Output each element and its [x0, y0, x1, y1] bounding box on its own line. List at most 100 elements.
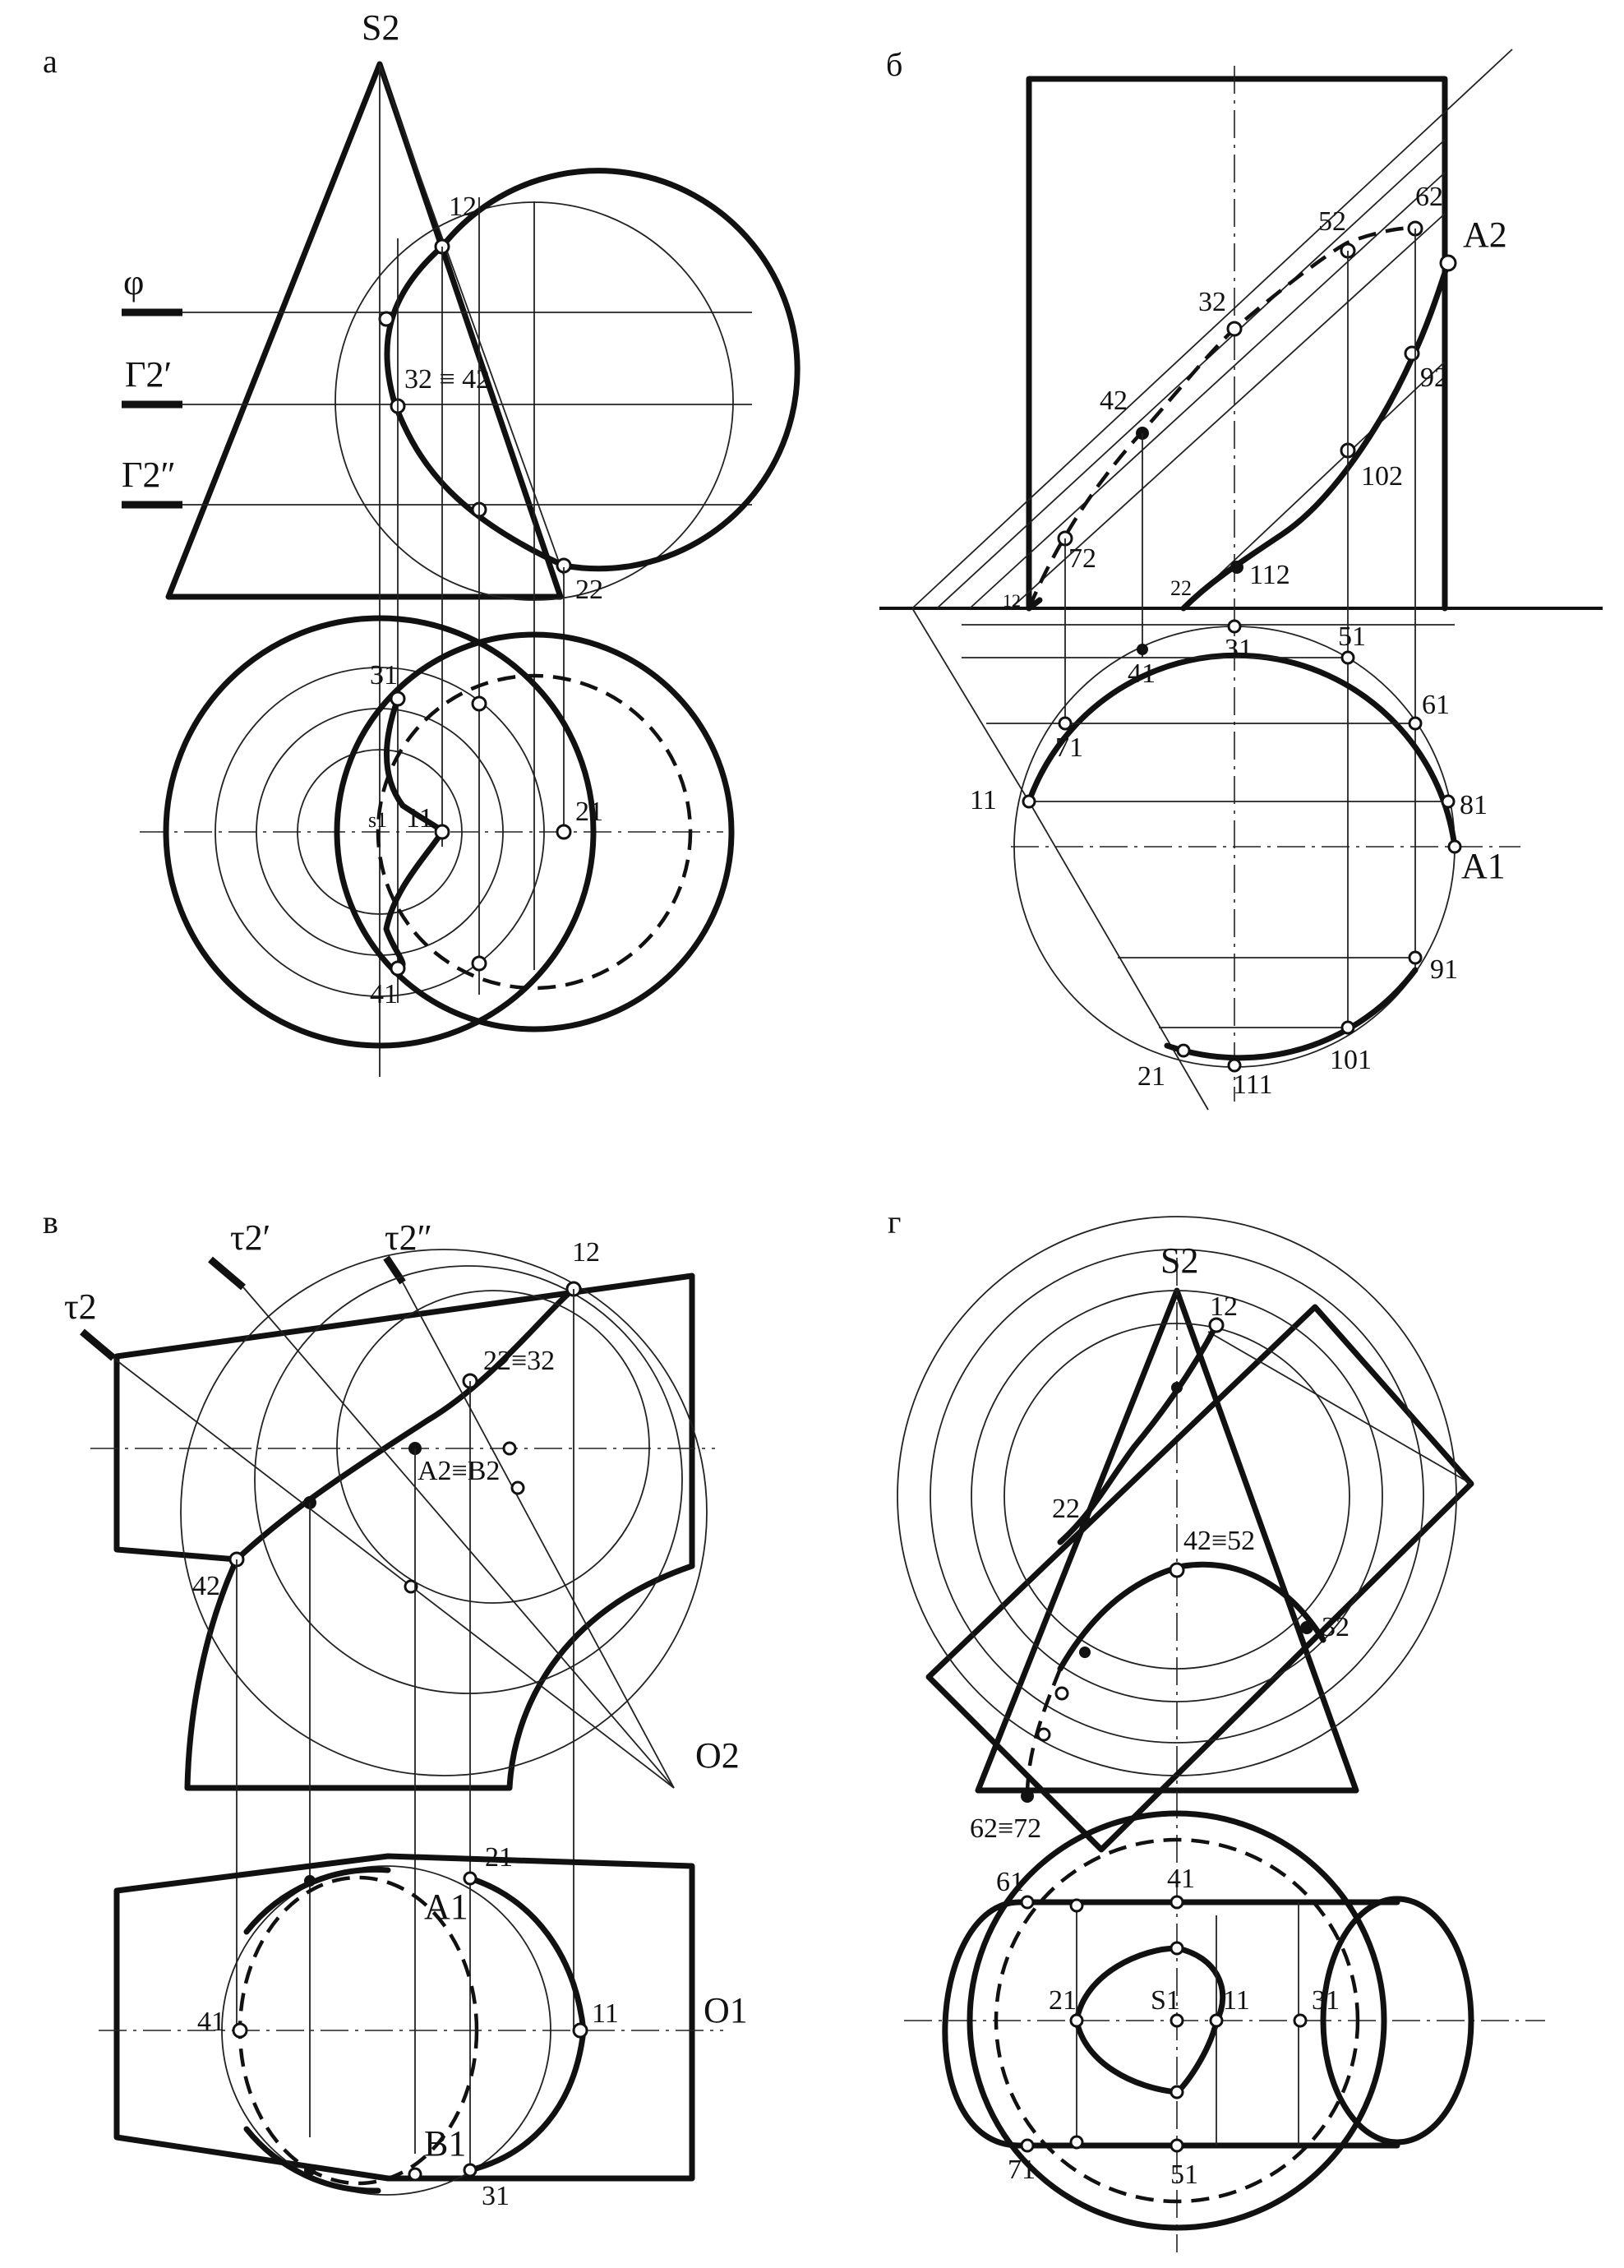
tau2-mark: [80, 1328, 116, 1361]
label-91-b: 91: [1430, 954, 1458, 985]
prism-edge-1: [911, 49, 1513, 609]
panel-b: б A2 62 52 32 42 92 102 72 112 12 22: [879, 46, 1603, 1111]
point-22-g: [1079, 1515, 1091, 1527]
label-21-g: 21: [1049, 1985, 1077, 2016]
label-41-g: 41: [1167, 1864, 1195, 1894]
point-c-v: [404, 1579, 418, 1594]
intersection-hidden-g: [1025, 1668, 1063, 1797]
point-mid2-g: [1054, 1686, 1069, 1701]
label-a1-b: A1: [1461, 846, 1506, 886]
cone-base-top: [163, 615, 597, 1049]
aux-sphere-g-1: [1003, 1323, 1350, 1670]
label-12-v: 12: [572, 1237, 600, 1268]
point-a1: [1447, 839, 1462, 854]
prism-top-edge-1: [911, 607, 1030, 802]
point-112: [1230, 561, 1243, 574]
intersection-curve-visible: [1180, 260, 1451, 612]
point-phi: [378, 311, 394, 327]
cone-generator-line: [379, 63, 565, 576]
point-41-g: [1170, 1895, 1184, 1910]
intersection-curve-hidden: [1027, 226, 1414, 609]
point-61: [1408, 716, 1423, 731]
elbow-top-outline: [113, 1853, 695, 2182]
label-g2pp: Г2″: [122, 455, 176, 495]
label-12-b: 12: [1003, 590, 1021, 611]
cone-front-outline: [165, 61, 564, 600]
prism-edge-4: [1010, 213, 1446, 609]
panel-a: а φ Г2′ Г2″ S2 12 22 32 ≡ 42: [43, 7, 800, 1077]
point-51-g: [1170, 2138, 1184, 2153]
label-102-b: 102: [1361, 461, 1403, 492]
cone-circle-g2pp: [297, 749, 463, 915]
label-52-b: 52: [1318, 206, 1346, 237]
label-s2-g: S2: [1160, 1240, 1198, 1281]
point-b1-v: [408, 2167, 422, 2182]
point-11: [1022, 794, 1036, 809]
point-top-a-v: [304, 1875, 316, 1887]
cylinder-front-outline: [1026, 76, 1448, 612]
aux-sphere-1: [336, 1290, 650, 1604]
cone-circle-phi: [215, 667, 545, 997]
cone-front-outline-g: [975, 1287, 1359, 1794]
aux-sphere-2: [254, 1265, 683, 1694]
point-b-v: [510, 1480, 525, 1495]
point-11-g: [1209, 2013, 1224, 2028]
label-tau2: τ2: [64, 1286, 97, 1327]
point-a-v: [502, 1441, 517, 1456]
prism-top-edge-2: [1028, 801, 1209, 1111]
point-mid3-g: [1036, 1727, 1051, 1742]
point-11: [434, 824, 450, 840]
point-41: [1137, 644, 1148, 655]
label-72-b: 72: [1068, 543, 1096, 574]
aux-sphere-3: [180, 1249, 708, 1776]
panel-v-letter: в: [43, 1203, 58, 1240]
cone-base-top-g: [967, 1810, 1387, 2231]
tau2p-mark: [208, 1256, 246, 1291]
point-42-g: [1169, 1562, 1185, 1578]
label-11-a: 11: [406, 803, 433, 834]
intersection-curve-front: [384, 243, 567, 569]
label-g2p: Г2′: [125, 354, 172, 395]
label-41-a: 41: [370, 979, 398, 1009]
intersection-upper-g: [1057, 1322, 1220, 1545]
sphere-top-hidden: [376, 673, 693, 991]
point-41: [390, 960, 406, 977]
point-top-a-g: [1069, 1898, 1084, 1913]
label-s1-a: s1: [368, 808, 387, 832]
point-62-g: [1021, 1790, 1034, 1803]
point-a2: [1439, 254, 1457, 272]
point-32-g: [1300, 1621, 1313, 1634]
label-41-v: 41: [197, 2007, 225, 2037]
point-71-g: [1020, 2138, 1035, 2153]
prism-edge-3: [969, 172, 1446, 609]
cylinder-top-visible: [1026, 652, 1458, 850]
intersection-top-g: [1073, 1945, 1226, 2095]
cylinder-inclined-outline: [925, 1304, 1474, 1853]
label-32-b: 32: [1198, 287, 1226, 317]
aux-sphere-g-3: [930, 1249, 1424, 1744]
label-21-v: 21: [485, 1842, 513, 1873]
cone-hidden-top-g: [994, 1837, 1360, 2204]
aux-sphere-g-4: [897, 1216, 1457, 1776]
label-phi: φ: [123, 262, 144, 303]
label-22-g: 22: [1052, 1494, 1080, 1524]
point-top-b-g: [1170, 1941, 1184, 1956]
point-21: [1176, 1043, 1191, 1058]
label-42-b: 42: [1100, 386, 1128, 416]
point-21-v: [463, 1871, 478, 1886]
prism-edge-5: [1183, 361, 1446, 609]
label-32-42-a: 32 ≡ 42: [404, 364, 490, 395]
label-61-b: 61: [1422, 690, 1450, 720]
label-s1-g: S1: [1151, 1985, 1180, 2016]
label-21-b: 21: [1137, 1061, 1165, 1092]
label-s2-a: S2: [362, 7, 399, 48]
cylinder-top-visible-lower: [1164, 967, 1419, 1061]
label-o1-v: O1: [704, 1990, 748, 2030]
point-31-g: [1293, 2013, 1308, 2028]
label-42-v: 42: [192, 1571, 220, 1601]
point-81: [1441, 794, 1456, 809]
sphere-front-visible: [439, 168, 800, 572]
point-s1-g: [1170, 2013, 1184, 2028]
elbow-front-outline: [113, 1273, 695, 1569]
